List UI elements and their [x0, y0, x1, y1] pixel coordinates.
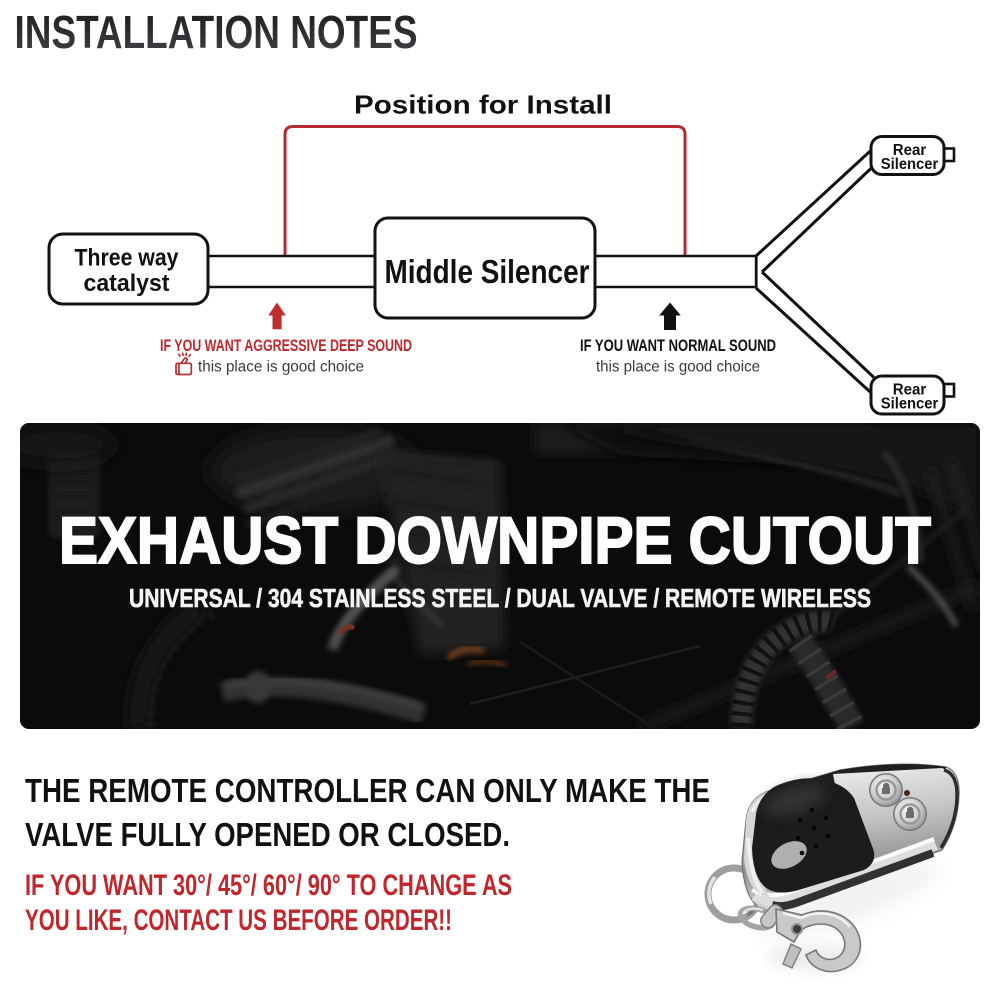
- svg-text:catalyst: catalyst: [84, 270, 170, 297]
- svg-text:IF YOU WANT 30°/ 45°/ 60°/ 90°: IF YOU WANT 30°/ 45°/ 60°/ 90° TO CHANGE…: [25, 869, 512, 902]
- svg-text:INSTALLATION NOTES: INSTALLATION NOTES: [15, 6, 418, 58]
- svg-text:IF YOU WANT AGGRESSIVE DEEP SO: IF YOU WANT AGGRESSIVE DEEP SOUND: [160, 337, 412, 355]
- svg-text:this place is good choice: this place is good choice: [198, 359, 364, 376]
- svg-text:this place is good choice: this place is good choice: [596, 359, 760, 376]
- svg-text:YOU LIKE, CONTACT US BEFORE OR: YOU LIKE, CONTACT US BEFORE ORDER!!: [25, 904, 452, 937]
- svg-text:Three way: Three way: [75, 245, 180, 272]
- svg-text:EXHAUST DOWNPIPE CUTOUT: EXHAUST DOWNPIPE CUTOUT: [59, 503, 931, 577]
- svg-text:Rear: Rear: [893, 142, 927, 159]
- svg-text:VALVE FULLY OPENED OR CLOSED.: VALVE FULLY OPENED OR CLOSED.: [25, 816, 510, 853]
- svg-text:Middle Silencer: Middle Silencer: [385, 253, 590, 290]
- svg-text:Silencer: Silencer: [881, 396, 939, 413]
- svg-text:UNIVERSAL / 304 STAINLESS STE: UNIVERSAL / 304 STAINLESS STEEL / DUAL V…: [129, 585, 871, 613]
- svg-text:THE REMOTE CONTROLLER CAN ONLY: THE REMOTE CONTROLLER CAN ONLY MAKE THE: [25, 772, 710, 809]
- svg-text:IF YOU WANT NORMAL SOUND: IF YOU WANT NORMAL SOUND: [580, 337, 776, 355]
- svg-text:Silencer: Silencer: [881, 156, 939, 173]
- svg-text:Position for Install: Position for Install: [354, 90, 612, 120]
- svg-text:Rear: Rear: [893, 381, 927, 398]
